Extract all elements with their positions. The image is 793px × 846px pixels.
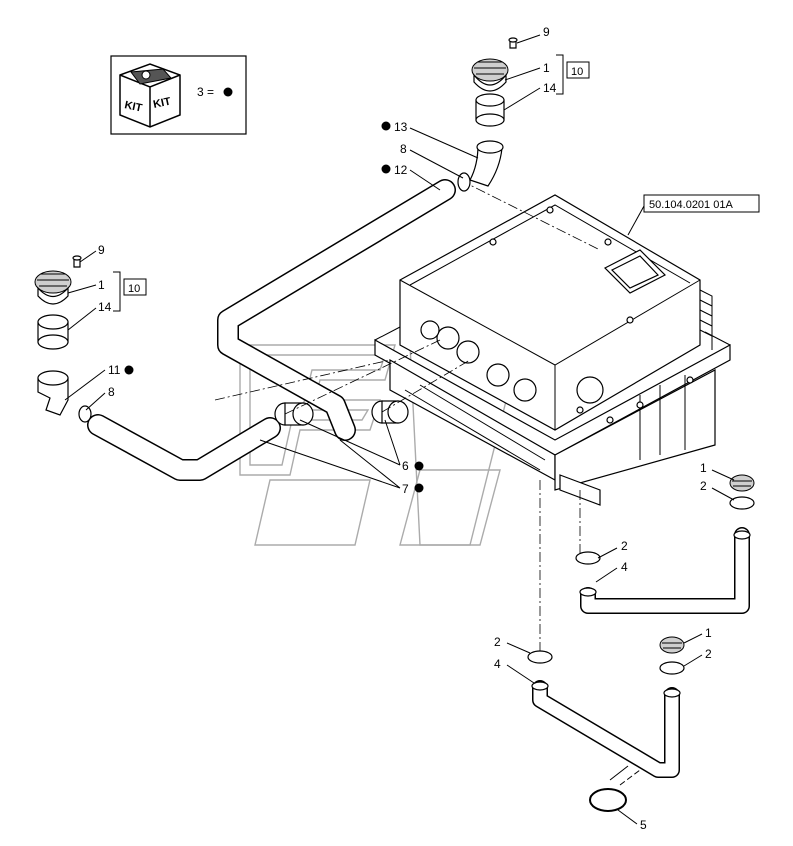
svg-text:4: 4 (621, 560, 628, 574)
heater-unit (374, 194, 731, 506)
dot-icon (381, 121, 391, 131)
svg-text:1: 1 (705, 626, 712, 640)
svg-text:2: 2 (494, 635, 501, 649)
leader-lines (64, 34, 735, 825)
svg-text:14: 14 (543, 81, 557, 95)
svg-text:9: 9 (543, 25, 550, 39)
svg-text:9: 9 (98, 243, 105, 257)
svg-text:1: 1 (543, 61, 550, 75)
dot-icon (414, 461, 424, 471)
left-vent-assembly (34, 255, 92, 423)
callouts: 9 1 14 13 8 12 9 1 14 11 8 6 7 1 2 2 4 1… (98, 25, 712, 832)
bracket-10-left: 10 (113, 271, 147, 312)
dot-icon (124, 365, 134, 375)
svg-text:7: 7 (402, 482, 409, 496)
clip-5 (589, 765, 641, 812)
svg-text:14: 14 (98, 300, 112, 314)
kit-dot-icon (223, 87, 233, 97)
svg-text:8: 8 (108, 385, 115, 399)
centerlines (214, 179, 601, 655)
svg-text:1: 1 (700, 461, 707, 475)
svg-text:8: 8 (400, 142, 407, 156)
svg-text:13: 13 (394, 120, 408, 134)
tube-upper-right (575, 474, 755, 614)
svg-text:2: 2 (705, 647, 712, 661)
svg-text:5: 5 (640, 818, 647, 832)
dot-icon (381, 164, 391, 174)
svg-text:2: 2 (621, 539, 628, 553)
svg-text:50.104.0201 01A: 50.104.0201 01A (649, 199, 733, 211)
svg-text:1: 1 (98, 278, 105, 292)
svg-text:10: 10 (128, 283, 140, 295)
svg-text:4: 4 (494, 657, 501, 671)
dot-icon (414, 483, 424, 493)
svg-text:12: 12 (394, 163, 408, 177)
pipe-12 (217, 179, 456, 441)
bracket-10-upper: 10 (556, 54, 590, 95)
pipe-7 (87, 414, 281, 481)
svg-text:11: 11 (108, 363, 121, 377)
svg-text:10: 10 (571, 66, 583, 78)
kit-icon: KIT KIT (119, 63, 181, 128)
svg-text:KIT: KIT (123, 99, 143, 114)
svg-text:6: 6 (402, 459, 409, 473)
kit-equation: 3 = (197, 85, 214, 99)
connector-sleeves (274, 400, 409, 426)
upper-vent-assembly (457, 37, 518, 192)
kit-legend-box: KIT KIT 3 = (110, 55, 247, 135)
tube-lower (527, 636, 685, 778)
svg-text:KIT: KIT (152, 95, 172, 110)
svg-text:2: 2 (700, 479, 707, 493)
reference-label: 50.104.0201 01A (627, 194, 760, 236)
